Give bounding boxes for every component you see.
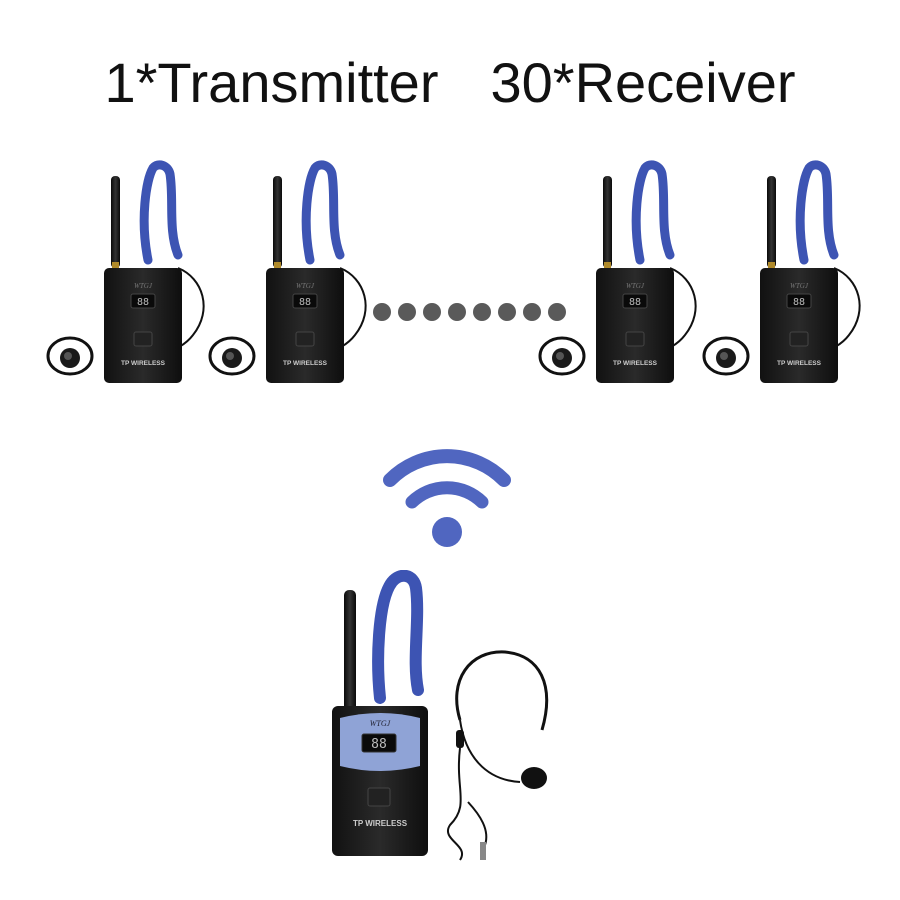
earphone-icon [46, 336, 94, 376]
brand-label: TP WIRELESS [121, 360, 166, 367]
channel-button [367, 787, 391, 807]
receiver-device: WTGJ 88 TP WIRELESS [538, 160, 697, 383]
channel-button [625, 331, 645, 347]
brand-label: TP WIRELESS [283, 360, 328, 367]
channel-display: 88 [299, 297, 311, 308]
channel-button [133, 331, 153, 347]
device-logo: WTGJ [134, 282, 153, 290]
more-receivers-dots [373, 303, 566, 321]
receiver-device: WTGJ 88 TP WIRELESS [702, 160, 861, 383]
earphone-icon [538, 336, 586, 376]
receiver-count-label: 30*Receiver [490, 51, 796, 114]
lanyard-strap [631, 160, 675, 265]
receiver-device: WTGJ 88 TP WIRELESS [208, 160, 367, 383]
headset-mic-icon [447, 650, 549, 861]
wifi-signal-icon [383, 449, 511, 547]
brand-label: TP WIRELESS [353, 819, 408, 828]
device-logo: WTGJ [370, 719, 391, 728]
antenna-icon [767, 176, 776, 272]
brand-label: TP WIRELESS [613, 360, 658, 367]
lanyard-strap [139, 160, 183, 265]
channel-button [789, 331, 809, 347]
transmitter-count-label: 1*Transmitter [104, 51, 439, 114]
brand-label: TP WIRELESS [777, 360, 822, 367]
transmitter-device: WTGJ 88 TP WIRELESS [332, 570, 549, 861]
channel-display: 88 [371, 737, 387, 752]
earphone-icon [702, 336, 750, 376]
lanyard-strap [795, 160, 839, 265]
antenna-icon [603, 176, 612, 272]
device-logo: WTGJ [790, 282, 809, 290]
antenna-icon [273, 176, 282, 272]
receiver-device: WTGJ 88 TP WIRELESS [46, 160, 205, 383]
channel-button [295, 331, 315, 347]
antenna-icon [111, 176, 120, 272]
device-logo: WTGJ [296, 282, 315, 290]
channel-display: 88 [137, 297, 149, 308]
antenna-icon [344, 590, 356, 716]
headline: 1*Transmitter 30*Receiver [0, 48, 900, 118]
earphone-icon [208, 336, 256, 376]
lanyard-strap [372, 570, 424, 704]
channel-display: 88 [793, 297, 805, 308]
device-logo: WTGJ [626, 282, 645, 290]
channel-display: 88 [629, 297, 641, 308]
lanyard-strap [301, 160, 345, 265]
